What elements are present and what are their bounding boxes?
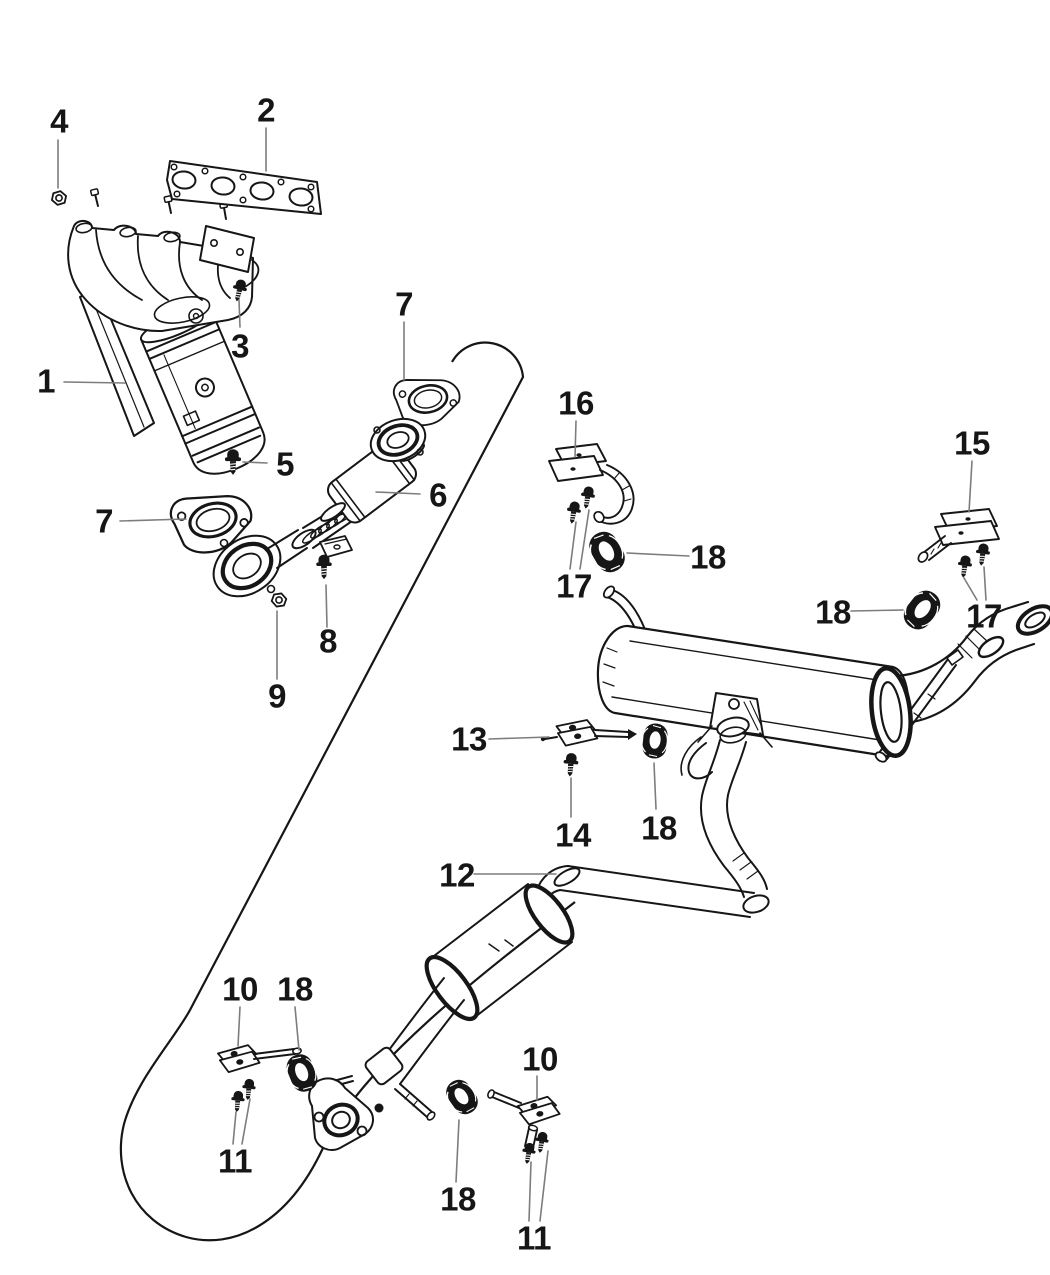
part-bolt-17-mid-a	[578, 484, 597, 511]
part-nut-9	[269, 590, 289, 610]
part-manifold-gasket	[166, 160, 322, 215]
callout-1: 1	[37, 362, 55, 400]
callout-7-top: 7	[395, 285, 413, 323]
part-center-resonator-pipe	[308, 865, 770, 1151]
part-bolt-11-left-b	[240, 1077, 257, 1102]
callout-14: 14	[555, 816, 591, 854]
callout-11-right: 11	[517, 1219, 551, 1257]
part-hanger-bracket-15	[917, 508, 1000, 563]
callout-2: 2	[257, 91, 275, 129]
callout-3: 3	[231, 327, 249, 365]
part-isolator-18-right	[896, 583, 947, 636]
part-hanger-bracket-10-left	[216, 1042, 302, 1075]
part-bolt-8	[315, 554, 333, 580]
part-exhaust-manifold-converter	[67, 187, 266, 475]
callout-8: 8	[319, 622, 337, 660]
callout-5: 5	[276, 445, 294, 483]
callout-13: 13	[451, 720, 487, 758]
part-bolt-17-right-b	[955, 554, 974, 580]
callout-18-bottom-left: 18	[277, 970, 313, 1008]
callout-18-right: 18	[815, 593, 851, 631]
part-rear-muffler-tailpipe	[596, 585, 1050, 898]
callout-6: 6	[429, 476, 447, 514]
callout-10-right: 10	[522, 1040, 558, 1078]
part-isolator-18-bottom-mid	[439, 1074, 484, 1121]
part-bolt-14	[561, 751, 580, 778]
callout-7-left: 7	[95, 502, 113, 540]
leader-lines	[57, 127, 987, 1222]
callout-18-mid: 18	[690, 538, 726, 576]
part-hanger-bracket-13	[540, 718, 637, 748]
part-bolt-17-mid-b	[564, 499, 583, 526]
callout-10-left: 10	[222, 970, 258, 1008]
callout-18-bottom-mid: 18	[440, 1180, 476, 1218]
part-hanger-bracket-10-right	[487, 1089, 562, 1151]
detail-balloon-outline	[119, 341, 576, 1242]
part-bolt-17-right-a	[973, 542, 992, 568]
callout-11-left: 11	[218, 1142, 252, 1180]
part-hanger-bracket-16	[548, 443, 635, 525]
callout-16: 16	[558, 384, 594, 422]
callout-4: 4	[50, 102, 68, 140]
callout-17-mid: 17	[556, 567, 592, 605]
part-bolt-11-left-a	[229, 1089, 246, 1114]
callout-18-rear: 18	[641, 809, 677, 847]
callout-17-right: 17	[966, 597, 1002, 635]
callout-15: 15	[954, 424, 990, 462]
part-nut-4	[50, 188, 68, 208]
callout-9: 9	[268, 677, 286, 715]
part-isolator-18-rear	[639, 721, 670, 761]
callout-12: 12	[439, 856, 475, 894]
part-front-exhaust-pipe	[212, 417, 427, 598]
